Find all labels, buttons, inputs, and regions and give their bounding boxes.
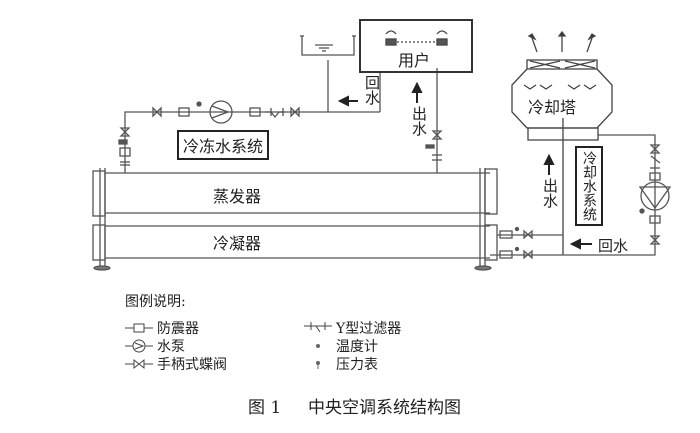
user-label: 用户 [398, 51, 431, 70]
chilled-water-pipe [124, 60, 438, 173]
evaporator-shell [105, 172, 490, 214]
pressure-gauge-icon [316, 361, 320, 369]
shock-absorber-icon [125, 323, 153, 333]
legend-label: 压力表 [336, 357, 378, 373]
chilled-supply-water-label: 出水 [410, 106, 428, 136]
flow-arrows [337, 81, 592, 250]
legend-item: 防震器 [125, 318, 199, 338]
cooling-water-system-label: 冷却水系统 [575, 146, 603, 226]
legend-label: Y型过滤器 [336, 321, 402, 337]
fan-coil-icons [385, 30, 448, 46]
legend-label: 水泵 [157, 339, 185, 355]
cooling-supply-water-label: 出水 [541, 178, 559, 208]
left-end-caps [92, 168, 111, 271]
arrow-supply-cooling [543, 153, 555, 165]
figure-number: 图 1 [248, 398, 282, 418]
condenser-label: 冷凝器 [213, 234, 262, 253]
cooling-tower [511, 30, 613, 255]
cooling-loop-components [499, 144, 672, 260]
cooling-water-pipe [490, 134, 656, 256]
legend-label: 防震器 [157, 321, 199, 337]
figure-title: 中央空调系统结构图 [308, 398, 462, 418]
expansion-tank [300, 35, 356, 56]
right-end-caps [474, 168, 498, 271]
water-pump-icon [125, 339, 153, 353]
arrow-return-chilled [337, 95, 349, 107]
chilled-return-water-label: 回水 [363, 75, 381, 105]
evaporator-label: 蒸发器 [213, 187, 262, 206]
condenser-shell [105, 225, 490, 259]
legend-item: 水泵 [125, 336, 185, 356]
chilled-water-system-label: 冷冻水系统 [177, 130, 270, 160]
cooling-tower-label: 冷却塔 [528, 94, 577, 118]
legend-label: 手柄式蝶阀 [157, 357, 227, 373]
legend-item: Y型过滤器 [304, 318, 401, 338]
user-box [359, 19, 473, 73]
legend-item: 温度计 [304, 336, 378, 356]
y-strainer-icon [304, 322, 332, 333]
chilled-loop-components [118, 100, 443, 166]
arrow-return-cooling [569, 238, 581, 250]
legend-item: 压力表 [304, 354, 378, 374]
figure-caption: 图 1 中央空调系统结构图 [248, 393, 461, 418]
cooling-return-water-label: 回水 [598, 237, 629, 255]
arrow-supply-chilled [411, 81, 423, 93]
thermometer-icon [316, 344, 320, 348]
butterfly-valve-icon [125, 358, 153, 370]
legend-label: 温度计 [336, 339, 378, 355]
legend-title: 图例说明: [125, 294, 186, 310]
legend-item: 手柄式蝶阀 [125, 354, 227, 374]
